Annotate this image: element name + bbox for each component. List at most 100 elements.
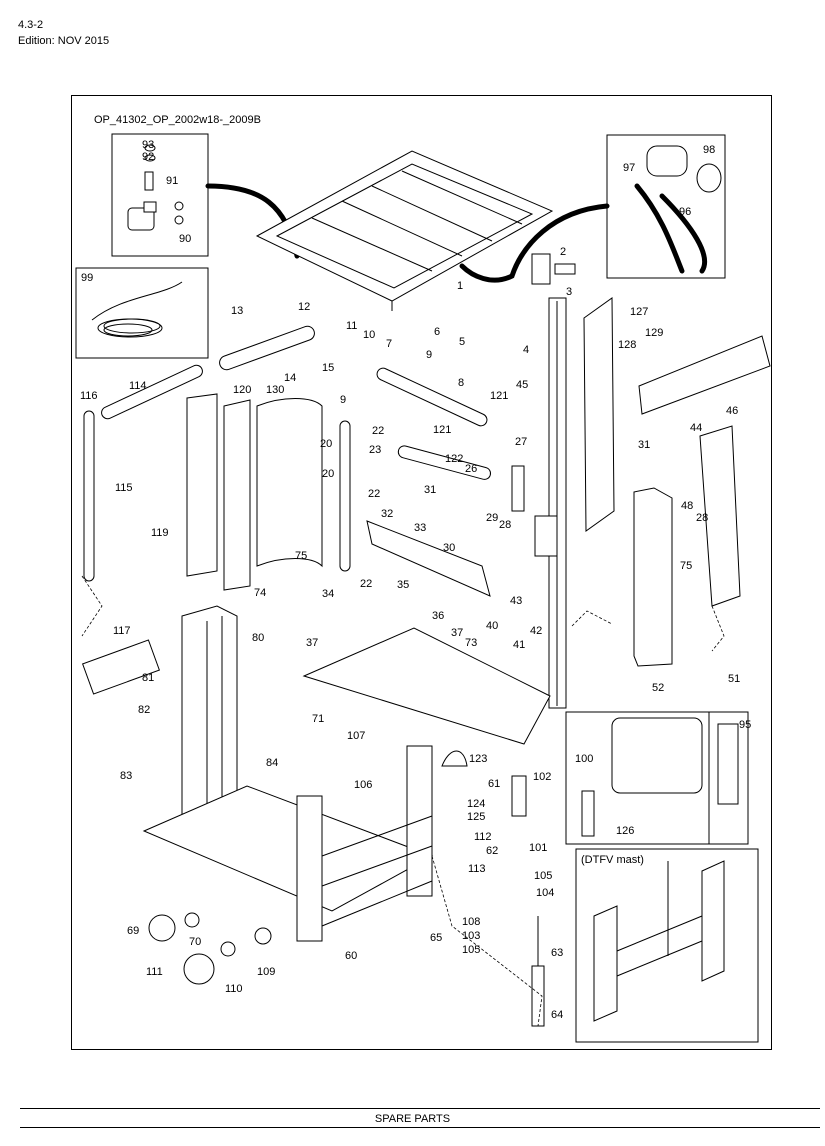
callout-64: 64 [551, 1009, 563, 1021]
side-panel [583, 297, 615, 532]
callout-119: 119 [151, 527, 169, 539]
callout-117: 117 [113, 625, 131, 637]
callout-125: 125 [467, 811, 485, 823]
callout-34: 34 [322, 588, 334, 600]
side-rail [83, 410, 95, 582]
callout-74: 74 [254, 587, 266, 599]
callout-120: 120 [233, 384, 251, 396]
callout-4: 4 [523, 344, 529, 356]
seat-frame [255, 150, 554, 311]
callout-37: 37 [306, 637, 318, 649]
callout-97: 97 [623, 162, 635, 174]
callout-22: 22 [368, 488, 380, 500]
pad-inset [565, 711, 749, 845]
rail-bracket [699, 425, 741, 607]
callout-37: 37 [451, 627, 463, 639]
callout-71: 71 [312, 713, 324, 725]
callout-99: 99 [81, 272, 93, 284]
cable-inset [75, 267, 209, 359]
callout-13: 13 [231, 305, 243, 317]
callout-60: 60 [345, 950, 357, 962]
callout-91: 91 [166, 175, 178, 187]
callout-29: 29 [486, 512, 498, 524]
callout-20: 20 [322, 468, 334, 480]
callout-40: 40 [486, 620, 498, 632]
axle-part [376, 367, 488, 427]
edition-date: Edition: NOV 2015 [18, 35, 110, 47]
callout-35: 35 [397, 579, 409, 591]
drawing-code: OP_41302_OP_2002w18-_2009B [94, 114, 261, 126]
callout-92: 92 [142, 151, 154, 163]
callout-44: 44 [690, 422, 702, 434]
callout-126: 126 [616, 825, 634, 837]
callout-48: 48 [681, 500, 693, 512]
callout-104: 104 [536, 887, 554, 899]
page-reference: 4.3-2 [18, 19, 44, 31]
callout-9: 9 [340, 394, 346, 406]
callout-112: 112 [474, 831, 492, 843]
callout-121: 121 [490, 390, 508, 402]
callout-3: 3 [566, 286, 572, 298]
callout-83: 83 [120, 770, 132, 782]
callout-28: 28 [696, 512, 708, 524]
parts-diagram: OP_41302_OP_2002w18-_2009B (DTFV mast) [75, 114, 771, 1043]
chain-part [511, 775, 527, 817]
callout-103: 103 [462, 930, 480, 942]
bracket-part [531, 253, 551, 285]
callout-105: 105 [462, 944, 480, 956]
callout-32: 32 [381, 508, 393, 520]
callout-114: 114 [129, 380, 147, 392]
callout-93: 93 [142, 139, 154, 151]
callout-20: 20 [320, 438, 332, 450]
callout-102: 102 [533, 771, 551, 783]
callout-23: 23 [369, 444, 381, 456]
washer-part [220, 941, 236, 957]
callout-1: 1 [457, 280, 463, 292]
bracket-plate [366, 520, 491, 597]
clip-part [717, 723, 739, 805]
callout-14: 14 [284, 372, 296, 384]
callout-labels: 9392919098979699123456789910111213141513… [80, 139, 751, 1021]
side-panel-left [186, 393, 218, 577]
callout-73: 73 [465, 637, 477, 649]
callout-63: 63 [551, 947, 563, 959]
footer-rule-top [20, 1108, 820, 1109]
callout-75: 75 [680, 560, 692, 572]
strap-kit-part [634, 145, 722, 274]
callout-115: 115 [115, 482, 133, 494]
callout-26: 26 [465, 463, 477, 475]
dtfv-mast-frame [593, 860, 725, 1022]
callout-8: 8 [458, 377, 464, 389]
wheel-part [148, 914, 176, 942]
callout-22: 22 [360, 578, 372, 590]
gas-spring [511, 465, 525, 512]
callout-124: 124 [467, 798, 485, 810]
callout-130: 130 [266, 384, 284, 396]
grab-bar [101, 364, 203, 420]
callout-36: 36 [432, 610, 444, 622]
callout-84: 84 [266, 757, 278, 769]
callout-12: 12 [298, 301, 310, 313]
callout-123: 123 [469, 753, 487, 765]
tube-part [219, 325, 315, 371]
callout-69: 69 [127, 925, 139, 937]
callout-95: 95 [739, 719, 751, 731]
callout-100: 100 [575, 753, 593, 765]
callout-15: 15 [322, 362, 334, 374]
callout-51: 51 [728, 673, 740, 685]
curved-cover [256, 398, 323, 568]
callout-31: 31 [638, 439, 650, 451]
callout-9: 9 [426, 349, 432, 361]
callout-7: 7 [386, 338, 392, 350]
callout-45: 45 [516, 379, 528, 391]
callout-30: 30 [443, 542, 455, 554]
callout-31: 31 [424, 484, 436, 496]
callout-121: 121 [433, 424, 451, 436]
callout-96: 96 [679, 206, 691, 218]
callout-80: 80 [252, 632, 264, 644]
callout-110: 110 [225, 983, 243, 995]
side-panel-mid [223, 399, 251, 591]
pad-part [611, 717, 703, 794]
callout-5: 5 [459, 336, 465, 348]
mount-plate [81, 639, 161, 695]
